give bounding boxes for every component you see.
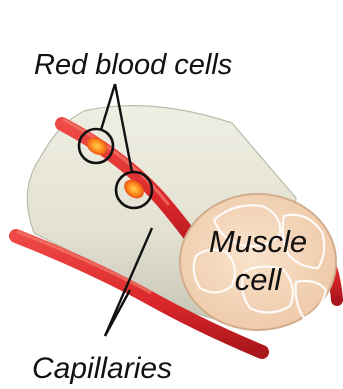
leader-line-capillary-2 [105, 290, 130, 336]
muscle-cell-label-line2: cell [235, 262, 283, 297]
muscle-cell-label-line1: Muscle [209, 224, 307, 259]
capillaries-label: Capillaries [32, 352, 172, 385]
red-blood-cells-label: Red blood cells [34, 49, 232, 81]
